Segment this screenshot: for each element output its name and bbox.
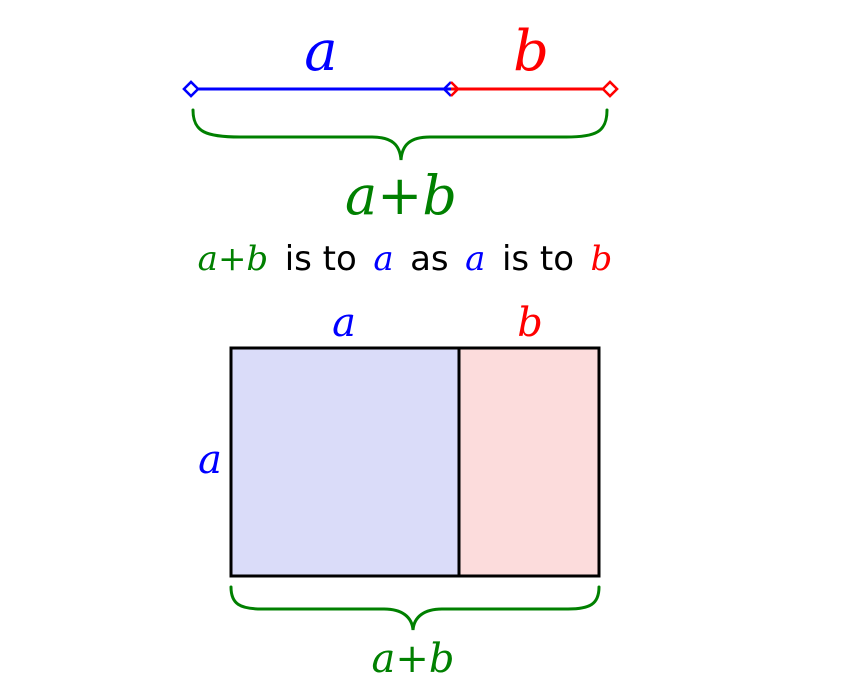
segment-mid-marker-a: [442, 81, 452, 97]
segment-label-b: b: [513, 19, 549, 84]
segment-mid-marker-b: [450, 81, 460, 97]
segment-start-marker: [182, 80, 200, 98]
ratio-a-2: a: [465, 239, 485, 279]
square-a: [231, 348, 459, 576]
rectangle-b: [459, 348, 599, 576]
rect-sum-brace: [229, 585, 601, 631]
ratio-b: b: [591, 239, 613, 279]
rect-label-top-b: b: [517, 300, 543, 346]
rect-label-side-a: a: [198, 437, 222, 483]
segment-label-a: a: [304, 19, 337, 84]
ratio-is-to-2: is to: [502, 239, 574, 279]
ratio-statement: a+b is to a as a is to b: [198, 239, 613, 279]
rect-label-top-a: a: [332, 300, 356, 346]
segment-sum-brace: [191, 108, 609, 161]
ratio-sum: a+b: [198, 239, 269, 279]
ratio-a-1: a: [373, 239, 393, 279]
segment-figure: a b a+b: [182, 19, 619, 227]
ratio-as: as: [410, 239, 449, 279]
segment-end-marker: [601, 80, 619, 98]
rect-label-bottom-sum: a+b: [372, 636, 455, 682]
golden-rectangle-outline: [229, 346, 601, 578]
rectangle-figure: a b a a+b: [198, 300, 601, 682]
ratio-is-to-1: is to: [285, 239, 357, 279]
segment-label-sum: a+b: [345, 164, 457, 227]
